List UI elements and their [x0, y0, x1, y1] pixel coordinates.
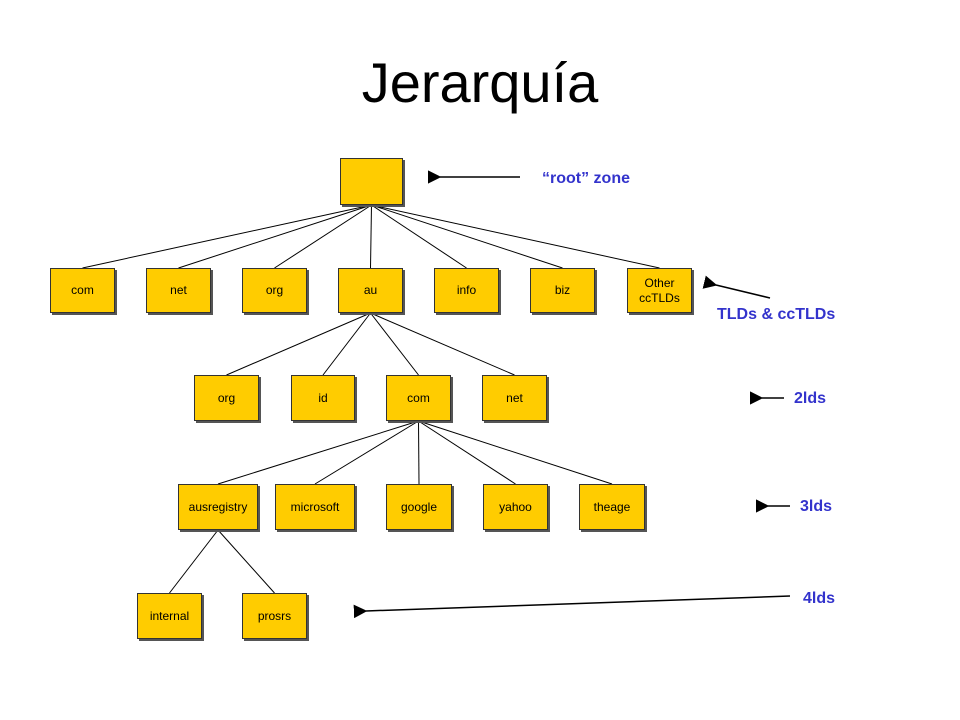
node-ausregistry: ausregistry: [178, 484, 258, 530]
node-com: com: [50, 268, 115, 313]
node-au: au: [338, 268, 403, 313]
node-prosrs: prosrs: [242, 593, 307, 639]
edge-au_com-yahoo: [418, 420, 516, 485]
edge-au_com-ausregistry: [217, 420, 419, 485]
edge-au-au_com: [370, 312, 419, 376]
node-theage: theage: [579, 484, 645, 530]
level-arrows: [353, 170, 791, 619]
node-yahoo: yahoo: [483, 484, 548, 530]
edge-root-com: [82, 204, 372, 269]
edge-root-au: [370, 204, 372, 269]
edge-au_com-microsoft: [314, 420, 419, 485]
edge-layer: [82, 204, 660, 594]
node-au-net: net: [482, 375, 547, 421]
label-tlds-cctlds: TLDs & ccTLDs: [717, 306, 836, 323]
node-root: [340, 158, 403, 205]
label-3lds: 3lds: [800, 498, 833, 515]
edge-root-biz: [371, 204, 563, 269]
node-net: net: [146, 268, 211, 313]
edge-au-au_id: [322, 312, 371, 376]
node-org: org: [242, 268, 307, 313]
node-internal: internal: [137, 593, 202, 639]
edge-ausregistry-internal: [169, 529, 219, 594]
edge-ausregistry-prosrs: [217, 529, 275, 594]
edge-root-info: [371, 204, 467, 269]
node-au-com: com: [386, 375, 451, 421]
label-root-zone: “root” zone: [542, 170, 630, 187]
edge-root-net: [178, 204, 372, 269]
edge-root-org: [274, 204, 372, 269]
arrow-tlds: [702, 275, 771, 299]
edge-au-au_net: [370, 312, 515, 376]
label-2lds: 2lds: [794, 390, 827, 407]
edge-au-au_org: [226, 312, 371, 376]
page-title: Jerarquía: [361, 51, 599, 114]
edge-au_com-google: [418, 420, 420, 485]
arrow-4lds: [353, 595, 791, 619]
node-other-cctlds: Other ccTLDs: [627, 268, 692, 313]
edge-root-other: [371, 204, 660, 269]
node-info: info: [434, 268, 499, 313]
node-biz: biz: [530, 268, 595, 313]
node-microsoft: microsoft: [275, 484, 355, 530]
node-au-id: id: [291, 375, 355, 421]
node-au-org: org: [194, 375, 259, 421]
label-4lds: 4lds: [803, 590, 836, 607]
node-google: google: [386, 484, 452, 530]
edge-au_com-theage: [418, 420, 613, 485]
